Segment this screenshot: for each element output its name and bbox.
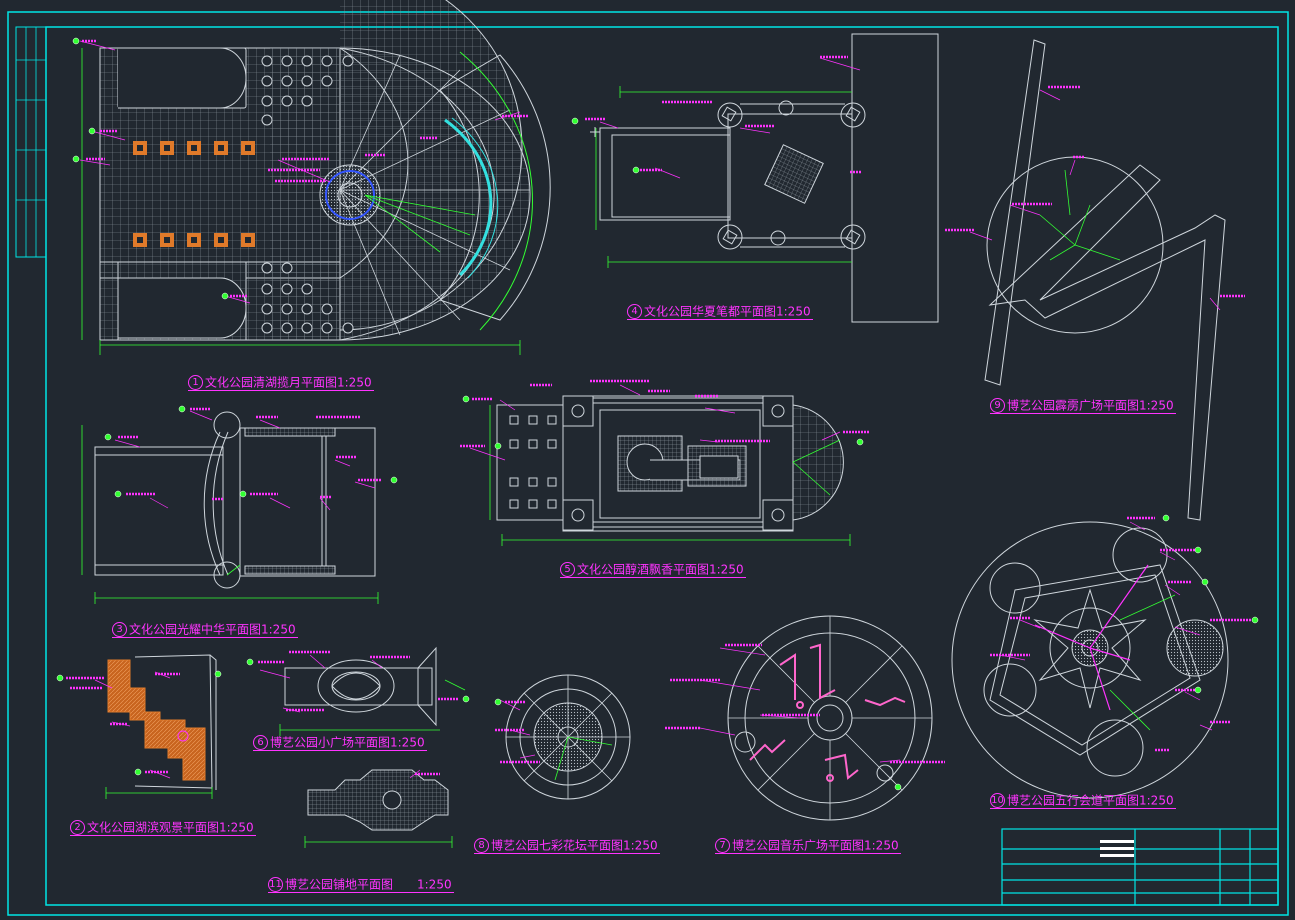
plan-7-yinyue-guangchang <box>699 615 933 821</box>
plan-1-qinghu-lanyue <box>79 0 551 355</box>
title-block <box>1001 828 1279 906</box>
plan-11-pudi <box>304 769 453 848</box>
sheet-frame <box>7 11 1289 916</box>
plan-4-huaxia-bidu <box>590 33 939 323</box>
annotation-labels <box>66 39 1258 776</box>
tree-circles <box>261 55 354 334</box>
plan-5-chunjiu-piaoxiang <box>469 384 851 546</box>
plan-3-guangyao-zhonghua <box>81 410 379 604</box>
plan-6-xiao-guangchang <box>259 646 466 736</box>
leader-markers <box>56 37 1259 791</box>
plan-2-hubin-guanjing <box>94 654 217 799</box>
plan-9-pili-guangchang <box>969 39 1226 521</box>
plan-8-qicai-huatan <box>499 674 631 800</box>
plan-10-wuxing-huidao <box>951 521 1229 799</box>
